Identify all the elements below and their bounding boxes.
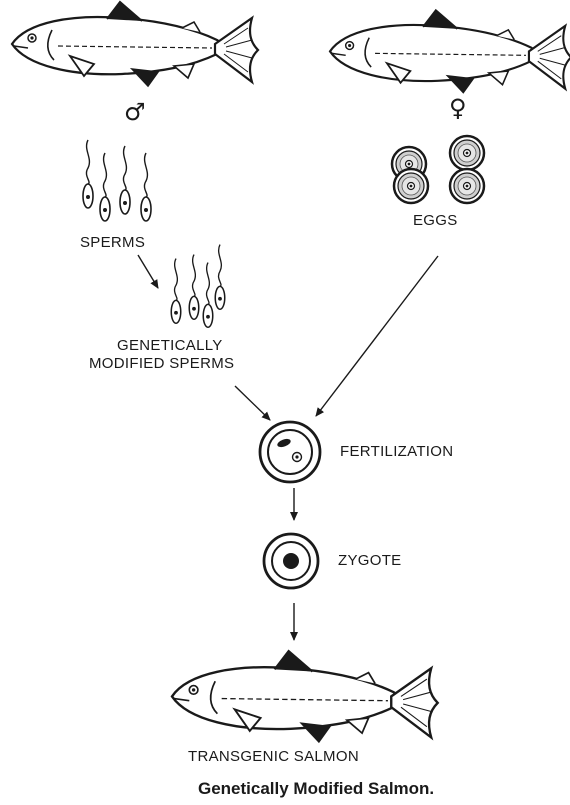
male-salmon-icon [12,2,258,86]
transgenic-salmon-icon [172,651,438,742]
figure-caption: Genetically Modified Salmon. [198,779,434,799]
male-symbol: ♂ [124,100,146,124]
zygote-label: ZYGOTE [338,552,401,569]
zygote-icon [264,534,318,588]
fertilization-label: FERTILIZATION [340,443,453,460]
gm-sperms-label-line2: MODIFIED SPERMS [89,355,234,372]
gm-sperm-icon [171,245,225,328]
female-symbol: ♀ [449,96,467,120]
sperm-icon [83,140,151,221]
eggs-label: EGGS [413,212,458,229]
sperms-label: SPERMS [80,234,145,251]
gm-sperms-label-line1: GENETICALLY [117,337,223,354]
egg-icon [392,136,484,203]
female-salmon-icon [330,10,570,92]
transgenic-salmon-label: TRANSGENIC SALMON [188,748,359,765]
fertilized-egg-icon [260,422,320,482]
